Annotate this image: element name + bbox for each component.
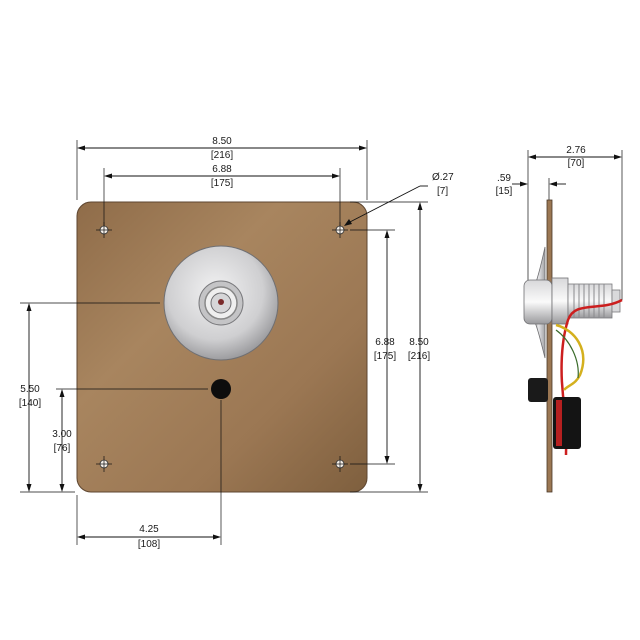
front-view: 8.50 [216] 6.88 [175] Ø.27 [7] 6.88 [175… <box>19 136 454 550</box>
mounting-hole <box>332 456 348 472</box>
yellow-wire <box>555 323 585 391</box>
hole-spacing-vertical-metric: [175] <box>374 351 396 362</box>
side-extension-lines <box>527 150 623 300</box>
central-flange <box>163 245 279 361</box>
hole-spacing-horizontal-metric: [175] <box>211 178 233 189</box>
overall-height-value: 8.50 <box>409 337 429 348</box>
hole-spacing-vertical-value: 6.88 <box>375 337 395 348</box>
center-offset-value: 4.25 <box>139 524 159 535</box>
center-height-value: 5.50 <box>20 384 40 395</box>
overall-height-metric: [216] <box>408 351 430 362</box>
overall-width-value: 8.50 <box>212 136 232 147</box>
side-view: 2.76 [70] .59 [15] <box>496 145 623 493</box>
hole-diameter-metric: [7] <box>437 186 448 197</box>
threaded-nipple <box>567 283 621 319</box>
dimension-lines <box>26 145 428 540</box>
mounting-hole <box>332 222 348 238</box>
side-connector-black <box>528 378 548 402</box>
center-pin <box>218 299 224 305</box>
extension-lines <box>20 140 428 545</box>
overall-width-metric: [216] <box>211 150 233 161</box>
center-offset-metric: [108] <box>138 539 160 550</box>
side-flange-thickness-value: .59 <box>497 173 511 184</box>
fitting-body <box>523 279 553 325</box>
mounting-hole <box>96 456 112 472</box>
side-flange-thickness-metric: [15] <box>496 186 513 197</box>
side-total-depth-value: 2.76 <box>566 145 586 156</box>
side-plate-edge <box>546 199 553 493</box>
side-dimension-lines <box>512 154 622 187</box>
cable-hole <box>211 379 231 399</box>
side-total-depth-metric: [70] <box>568 158 585 169</box>
small-hole-height-metric: [76] <box>54 443 71 454</box>
small-hole-height-value: 3.00 <box>52 429 72 440</box>
hole-spacing-horizontal-value: 6.88 <box>212 164 232 175</box>
hole-diameter-value: Ø.27 <box>432 172 454 183</box>
center-height-metric: [140] <box>19 398 41 409</box>
